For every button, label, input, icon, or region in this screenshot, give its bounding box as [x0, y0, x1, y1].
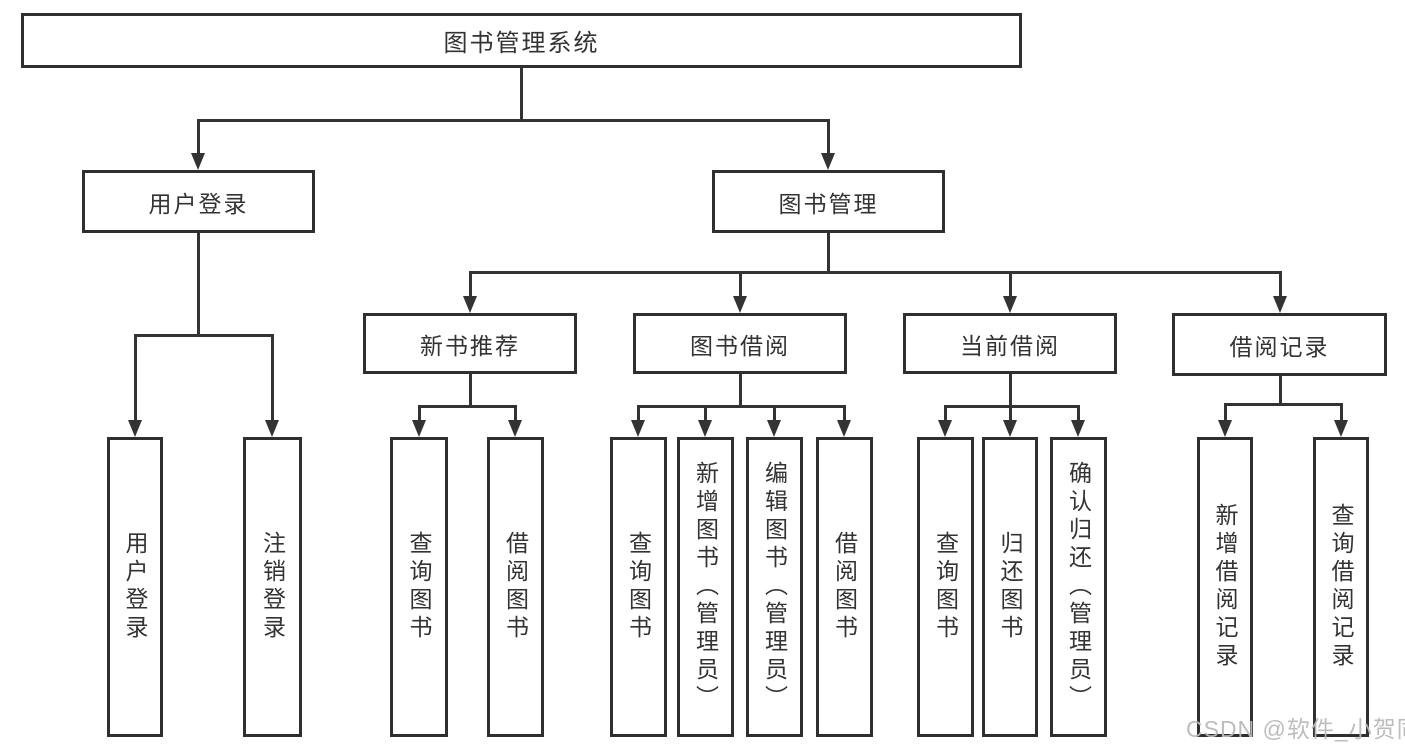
connector-line	[636, 406, 640, 424]
node-leaf-br-add-record: 新增借阅记录	[1197, 437, 1253, 737]
node-book-borrowing: 图书借阅	[633, 313, 847, 374]
node-leaf-cb-return-books: 归还图书	[982, 437, 1038, 737]
arrow-down-icon	[191, 153, 205, 170]
arrow-down-icon	[698, 420, 712, 437]
node-new-book-recommend: 新书推荐	[363, 313, 577, 374]
arrow-down-icon	[463, 296, 477, 313]
connector-line	[943, 406, 947, 424]
arrow-down-icon	[412, 420, 426, 437]
watermark-csdn: CSDN @软件_小贺同学	[1186, 716, 1405, 742]
connector-line	[417, 404, 517, 408]
connector-line	[133, 335, 137, 424]
node-leaf-nb-query-books: 查询图书	[390, 437, 448, 737]
connector-line	[1008, 272, 1012, 300]
node-leaf-nb-borrow-books: 借阅图书	[487, 437, 544, 737]
connector-line	[270, 335, 274, 424]
connector-line	[703, 406, 707, 424]
node-borrowing-records: 借阅记录	[1172, 313, 1387, 376]
node-leaf-br-query-record: 查询借阅记录	[1313, 437, 1369, 737]
connector-line	[738, 374, 742, 406]
node-root: 图书管理系统	[21, 13, 1022, 68]
arrow-down-icon	[1273, 296, 1287, 313]
node-current-borrowing: 当前借阅	[903, 313, 1117, 374]
node-leaf-bb-borrow-books: 借阅图书	[816, 437, 873, 737]
node-leaf-bb-query-books: 查询图书	[610, 437, 667, 737]
connector-line	[826, 233, 830, 272]
arrow-down-icon	[1334, 420, 1348, 437]
arrow-down-icon	[1003, 296, 1017, 313]
arrow-down-icon	[821, 153, 835, 170]
arrow-down-icon	[128, 420, 142, 437]
node-leaf-cb-query-books: 查询图书	[917, 437, 974, 737]
node-user-login: 用户登录	[82, 170, 315, 233]
arrow-down-icon	[265, 420, 279, 437]
arrow-down-icon	[631, 420, 645, 437]
connector-line	[468, 272, 472, 300]
arrow-down-icon	[508, 420, 522, 437]
connector-line	[826, 120, 830, 157]
connector-line	[196, 120, 200, 157]
node-leaf-user-login: 用户登录	[107, 437, 163, 737]
connector-line	[1223, 402, 1343, 406]
connector-line	[772, 406, 776, 424]
connector-line	[1008, 406, 1012, 424]
node-book-management: 图书管理	[712, 170, 945, 233]
arrow-down-icon	[733, 296, 747, 313]
arrow-down-icon	[938, 420, 952, 437]
arrow-down-icon	[1071, 420, 1085, 437]
connector-line	[196, 233, 200, 335]
arrow-down-icon	[1218, 420, 1232, 437]
connector-line	[417, 406, 421, 424]
node-leaf-cb-confirm-return: 确认归还（管理员）	[1050, 437, 1107, 737]
node-leaf-bb-edit-books: 编辑图书（管理员）	[746, 437, 803, 737]
connector-line	[196, 118, 830, 122]
connector-line	[1339, 404, 1343, 424]
connector-line	[636, 404, 846, 408]
connector-line	[1008, 374, 1012, 406]
connector-line	[513, 406, 517, 424]
connector-line	[468, 270, 1282, 274]
connector-line	[1278, 272, 1282, 300]
connector-line	[1278, 376, 1282, 404]
connector-line	[468, 374, 472, 406]
connector-line	[738, 272, 742, 300]
connector-line	[943, 404, 1080, 408]
connector-line	[1076, 406, 1080, 424]
connector-line	[842, 406, 846, 424]
connector-line	[1223, 404, 1227, 424]
node-leaf-bb-add-books: 新增图书（管理员）	[677, 437, 734, 737]
connector-line	[133, 333, 274, 337]
arrow-down-icon	[837, 420, 851, 437]
connector-line	[519, 68, 523, 120]
arrow-down-icon	[767, 420, 781, 437]
node-leaf-logout: 注销登录	[243, 437, 302, 737]
arrow-down-icon	[1003, 420, 1017, 437]
